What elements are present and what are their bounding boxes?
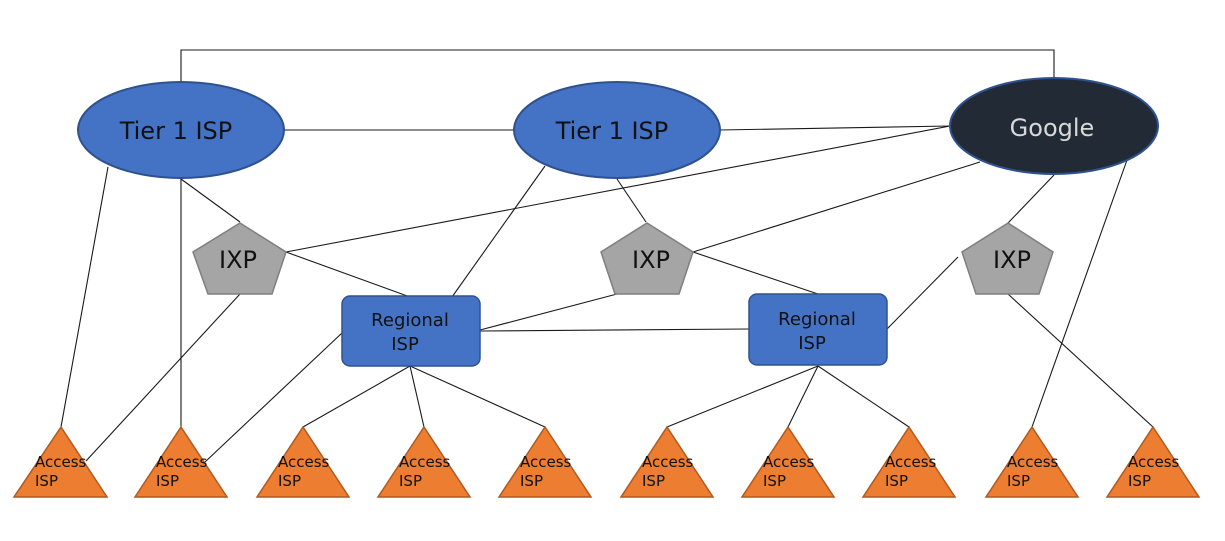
link-regional1-access2 xyxy=(204,332,343,463)
link-ixp1-regional1 xyxy=(285,251,411,298)
tier1-isp-label: Tier 1 ISP xyxy=(119,117,233,145)
access-isp-label-line1: Access xyxy=(156,453,208,471)
access-isp-label-line2: ISP xyxy=(1128,472,1151,490)
access-isp-node-1: Access ISP xyxy=(12,425,109,498)
regional-isp-label-line1: Regional xyxy=(778,309,856,330)
access-isp-label-line1: Access xyxy=(1007,453,1059,471)
ixp-node-2: IXP xyxy=(600,222,694,295)
access-isp-node-9: Access ISP xyxy=(984,425,1080,498)
link-regional1-access3 xyxy=(302,365,411,428)
links xyxy=(60,49,1154,463)
access-isp-node-3: Access ISP xyxy=(255,425,351,498)
access-isp-label-line1: Access xyxy=(399,453,451,471)
link-regional1-access4 xyxy=(409,365,425,428)
regional-isp-label-line1: Regional xyxy=(371,310,449,331)
link-tier1b-ixp2 xyxy=(616,178,647,223)
google-node: Google xyxy=(949,77,1159,175)
link-ixp1-access1 xyxy=(85,293,241,462)
link-regional2-access6 xyxy=(666,365,819,428)
ixp-label: IXP xyxy=(632,246,670,274)
access-isp-node-5: Access ISP xyxy=(497,425,593,498)
link-regional1-regional2 xyxy=(479,328,750,332)
access-isp-label-line1: Access xyxy=(763,453,815,471)
access-isp-label-line2: ISP xyxy=(278,472,301,490)
ixp-label: IXP xyxy=(993,246,1031,274)
access-isp-label-line2: ISP xyxy=(35,472,58,490)
access-isp-label-line2: ISP xyxy=(1007,472,1030,490)
regional-isp-label-line2: ISP xyxy=(798,333,826,354)
access-isp-label-line2: ISP xyxy=(399,472,422,490)
link-google-access9 xyxy=(1031,159,1128,428)
tier1-isp-node-b: Tier 1 ISP xyxy=(513,81,721,179)
link-google-ixp3 xyxy=(1007,174,1055,224)
google-label: Google xyxy=(1010,114,1095,142)
regional-isp-node-2: Regional ISP xyxy=(748,293,888,366)
link-google-ixp1 xyxy=(285,125,951,253)
ixp-label: IXP xyxy=(219,246,257,274)
regional-isp-node-1: Regional ISP xyxy=(341,295,481,367)
access-isp-label-line1: Access xyxy=(35,453,87,471)
link-tier1a-ixp1 xyxy=(180,178,241,223)
link-ixp3-access10 xyxy=(1007,293,1154,428)
access-isp-label-line1: Access xyxy=(885,453,937,471)
link-regional2-access7 xyxy=(787,365,819,428)
access-isp-label-line1: Access xyxy=(642,453,694,471)
access-isp-node-7: Access ISP xyxy=(740,425,836,498)
regional-isp-label-line2: ISP xyxy=(391,334,419,355)
access-isp-label-line1: Access xyxy=(278,453,330,471)
ixp-node-3: IXP xyxy=(961,222,1054,295)
access-isp-label-line2: ISP xyxy=(520,472,543,490)
access-isp-node-6: Access ISP xyxy=(619,425,715,498)
link-regional1-access5 xyxy=(409,365,546,428)
link-tier1b-regional1 xyxy=(451,165,546,298)
access-isp-node-4: Access ISP xyxy=(376,425,472,498)
link-ixp2-regional2 xyxy=(692,251,819,295)
link-tier1a-access1 xyxy=(60,166,109,428)
link-google-ixp2 xyxy=(692,161,981,253)
access-isp-label-line2: ISP xyxy=(156,472,179,490)
ixp-node-1: IXP xyxy=(192,222,287,295)
access-isp-label-line2: ISP xyxy=(763,472,786,490)
access-isp-label-line1: Access xyxy=(1128,453,1180,471)
link-tier1a-google-top xyxy=(180,49,1055,82)
link-tier1b-google xyxy=(719,125,951,131)
access-isp-label-line2: ISP xyxy=(885,472,908,490)
access-isp-node-2: Access ISP xyxy=(133,425,229,498)
access-isp-node-10: Access ISP xyxy=(1105,425,1201,498)
access-isp-node-8: Access ISP xyxy=(861,425,957,498)
link-ixp2-regional1 xyxy=(479,293,618,331)
access-isp-label-line1: Access xyxy=(520,453,572,471)
link-regional2-access8 xyxy=(817,365,910,428)
tier1-isp-label: Tier 1 ISP xyxy=(555,117,669,145)
link-ixp3-regional2 xyxy=(886,256,959,330)
access-isp-label-line2: ISP xyxy=(642,472,665,490)
tier1-isp-node-a: Tier 1 ISP xyxy=(77,81,285,179)
